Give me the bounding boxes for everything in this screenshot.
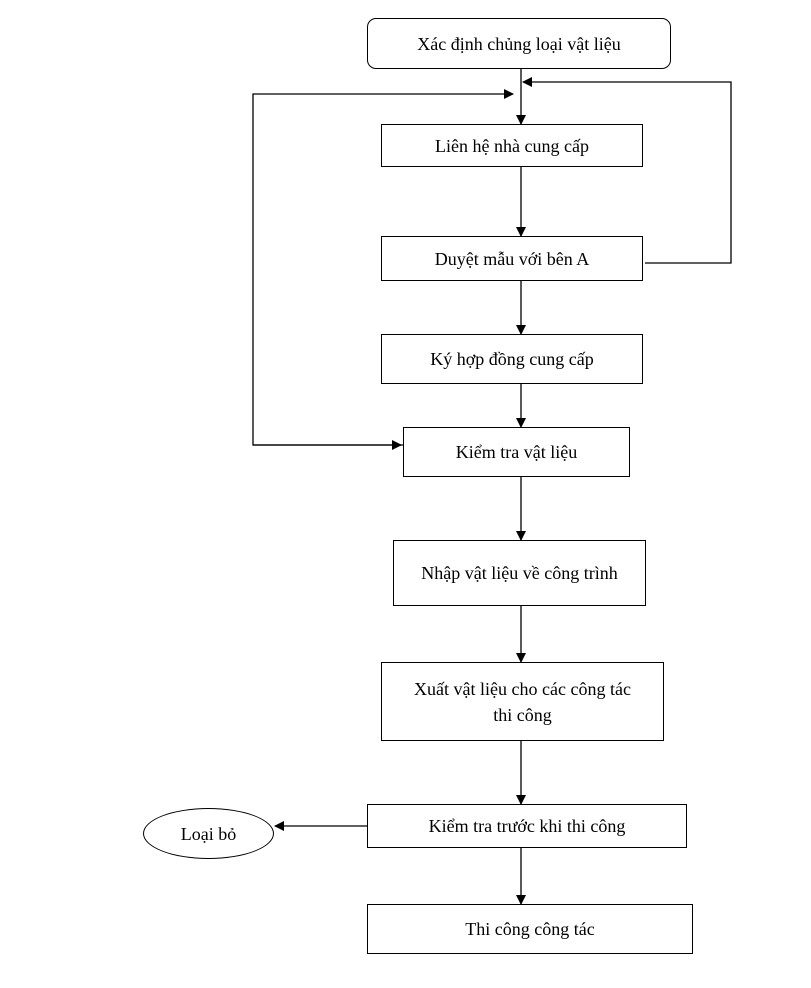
- node-execute-label: Thi công công tác: [465, 919, 595, 939]
- loop-approve-to-contact: [522, 77, 732, 264]
- node-approve-label: Duyệt mẫu với bên A: [434, 248, 590, 269]
- node-approve-sample: Duyệt mẫu với bên A: [381, 236, 643, 281]
- node-inspect-label: Kiểm tra vật liệu: [455, 442, 578, 462]
- node-export-label: Xuất vật liệu cho các công tác thi công: [414, 678, 631, 725]
- node-contact-supplier: Liên hệ nhà cung cấp: [381, 124, 643, 167]
- node-precheck: Kiểm tra trước khi thi công: [367, 804, 687, 848]
- node-execute-work: Thi công công tác: [367, 904, 693, 954]
- node-inspect-material: Kiểm tra vật liệu: [403, 427, 630, 477]
- node-import-material: Nhập vật liệu về công trình: [393, 540, 646, 606]
- node-sign-contract: Ký hợp đồng cung cấp: [381, 334, 643, 384]
- node-identify-material-type: Xác định chủng loại vật liệu: [367, 18, 671, 69]
- node-export-material: Xuất vật liệu cho các công tác thi công: [381, 662, 664, 741]
- node-reject-label: Loại bỏ: [180, 823, 237, 844]
- node-precheck-label: Kiểm tra trước khi thi công: [428, 816, 626, 836]
- node-identify-label: Xác định chủng loại vật liệu: [417, 33, 621, 54]
- node-contact-label: Liên hệ nhà cung cấp: [435, 135, 589, 156]
- node-contract-label: Ký hợp đồng cung cấp: [430, 349, 594, 369]
- node-import-label: Nhập vật liệu về công trình: [421, 563, 618, 583]
- node-reject: Loại bỏ: [143, 808, 274, 859]
